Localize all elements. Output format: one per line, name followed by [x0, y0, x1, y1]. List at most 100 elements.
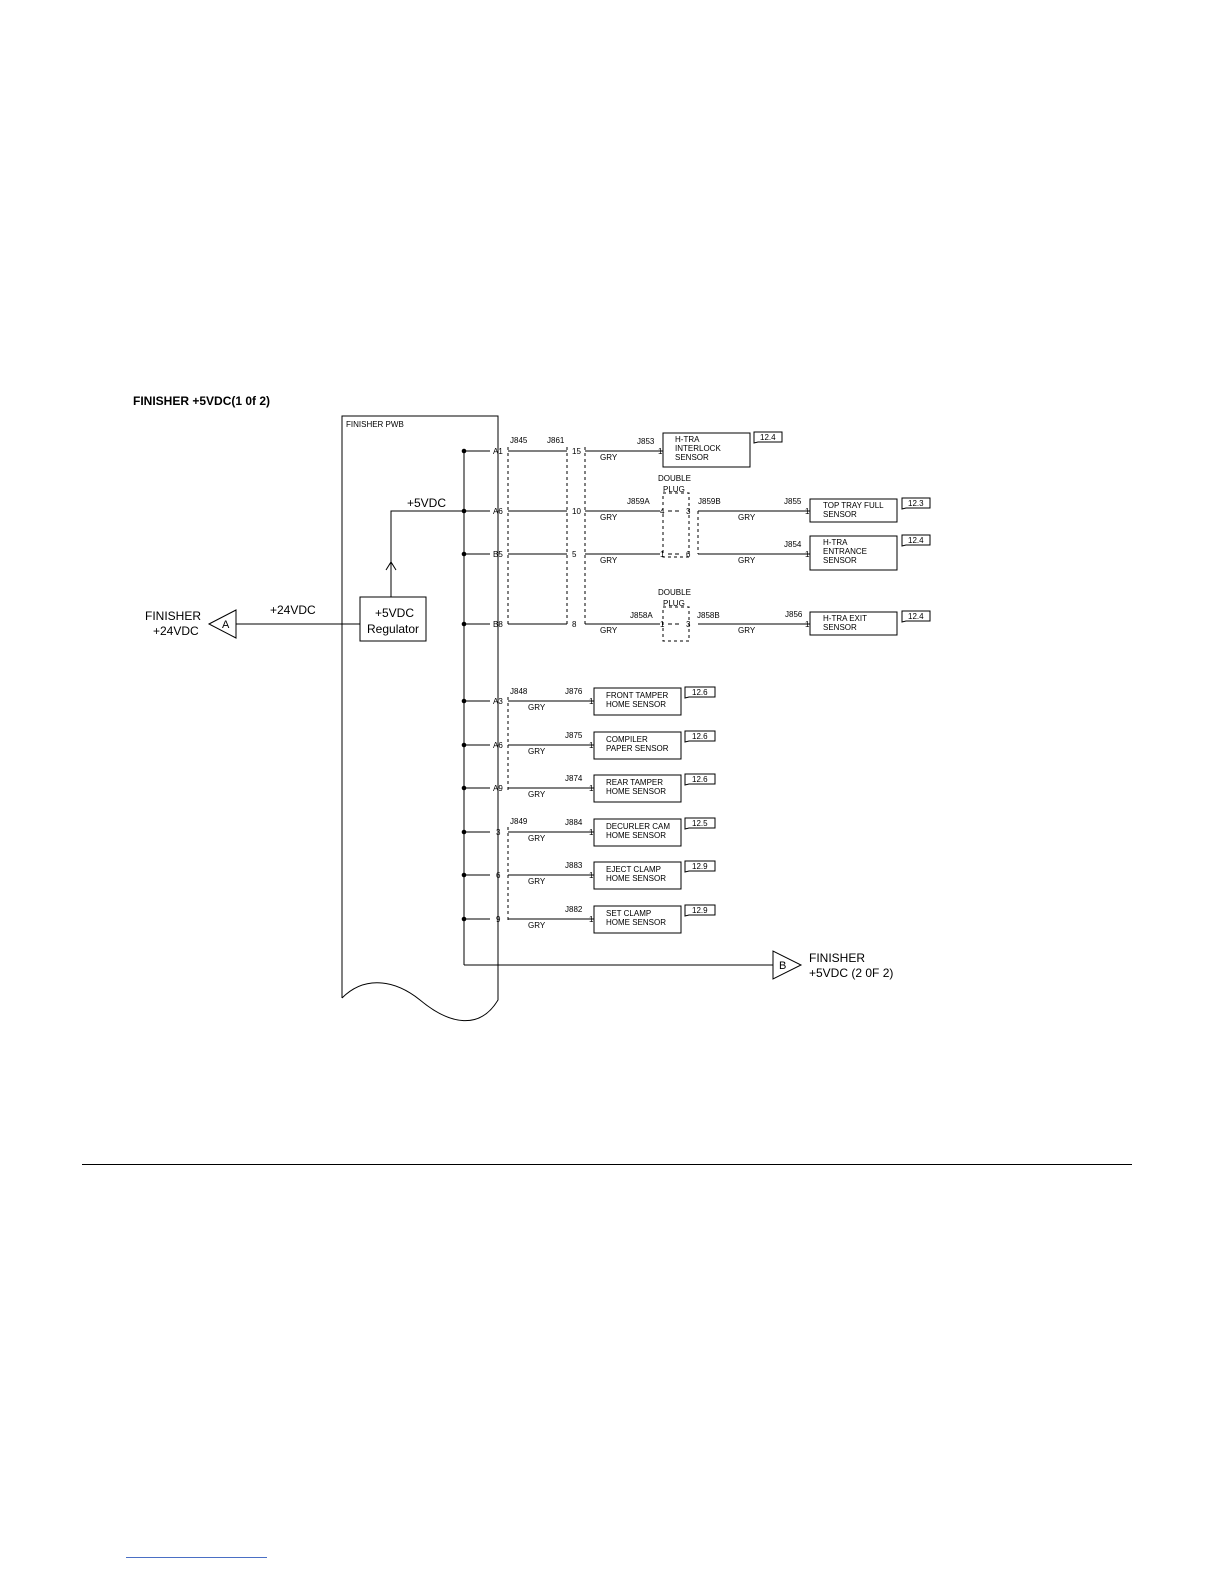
v5-label: +5VDC	[407, 496, 446, 510]
pin-label: A9	[493, 784, 503, 793]
double-plug-1-left: J859A	[627, 497, 650, 506]
sensor-name-line: FRONT TAMPER	[606, 691, 668, 700]
connector-b-label1: FINISHER	[809, 951, 865, 965]
v24-label: +24VDC	[270, 603, 316, 617]
sensor-pin-label: 1	[589, 784, 594, 793]
j861-pin-label: 15	[572, 447, 581, 456]
double-plug-1-pin-b0: 3	[686, 507, 691, 516]
v5-wire	[390, 510, 464, 597]
double-plug-1-pin-a1: 1	[660, 550, 665, 559]
double-plug-2-label1: DOUBLE	[658, 588, 691, 597]
v5-arrow-icon	[385, 561, 397, 571]
double-plug-1-pin-b1: 6	[686, 550, 691, 559]
sensor-connector-label: J854	[784, 540, 802, 549]
sensor-connector-label: J876	[565, 687, 583, 696]
wire-color-label: GRY	[600, 626, 618, 635]
sensor-connector-label: J883	[565, 861, 583, 870]
connector-b-label2: +5VDC (2 0F 2)	[809, 966, 893, 980]
reference-tag	[901, 610, 931, 623]
reference-label: 12.4	[908, 536, 924, 545]
sensor-pin-label: 1	[805, 507, 810, 516]
sensor-pin-label: 1	[589, 697, 594, 706]
wire-color-label: GRY	[738, 513, 756, 522]
sensor-name-line: REAR TAMPER	[606, 778, 663, 787]
double-plug-2-label2: PLUG	[663, 599, 685, 608]
sensor-box	[809, 498, 898, 523]
sensor-name-line: DECURLER CAM	[606, 822, 670, 831]
double-plug-2-pin-a0: 1	[660, 620, 665, 629]
double-plug-2-box	[662, 606, 690, 642]
reference-tag	[901, 497, 931, 510]
sensor-name-line: SET CLAMP	[606, 909, 651, 918]
sensor-connector-label: J853	[637, 437, 655, 446]
connector-b-letter: B	[779, 960, 786, 972]
sensor-pin-label: 1	[589, 871, 594, 880]
pin-label: A6	[493, 507, 503, 516]
sensor-name-line: SENSOR	[675, 453, 709, 462]
double-plug-2-pin-b0: 3	[686, 620, 691, 629]
j861-pin-label: 5	[572, 550, 577, 559]
double-plug-1-box	[662, 492, 690, 558]
double-plug-2-left: J858A	[630, 611, 653, 620]
connector-b-triangle	[772, 950, 803, 980]
diagram-title: FINISHER +5VDC(1 0f 2)	[133, 394, 271, 408]
connector-a-label2: +24VDC	[153, 624, 199, 638]
j845-label: J845	[510, 436, 528, 445]
sensor-box	[593, 905, 682, 934]
regulator-line2: Regulator	[367, 622, 419, 636]
sensor-pin-label: 1	[805, 620, 810, 629]
sensor-box	[662, 432, 751, 468]
reference-label: 12.6	[692, 688, 708, 697]
wire-color-label: GRY	[738, 626, 756, 635]
sensor-box	[593, 818, 682, 847]
pin-label: A3	[493, 697, 503, 706]
sensor-name-line: SENSOR	[823, 556, 857, 565]
sensor-box	[593, 861, 682, 890]
wire-color-label: GRY	[528, 834, 546, 843]
sensor-name-line: TOP TRAY FULL	[823, 501, 884, 510]
footer-link-underline[interactable]	[126, 1557, 267, 1558]
reference-tag	[684, 730, 716, 743]
sensor-name-line: H-TRA	[675, 435, 700, 444]
sensor-name-line: H-TRA EXIT	[823, 614, 867, 623]
reference-tag	[684, 773, 716, 786]
wire-color-label: GRY	[528, 877, 546, 886]
j861-label: J861	[547, 436, 565, 445]
sensor-name-line: SENSOR	[823, 623, 857, 632]
wire-color-label: GRY	[528, 921, 546, 930]
sensor-name-line: HOME SENSOR	[606, 918, 666, 927]
sensor-connector-label: J875	[565, 731, 583, 740]
reference-tag	[753, 431, 783, 444]
sensor-name-line: SENSOR	[823, 510, 857, 519]
pwb-label: FINISHER PWB	[346, 420, 404, 429]
sensor-box	[809, 535, 898, 571]
wire-color-label: GRY	[738, 556, 756, 565]
reference-label: 12.9	[692, 862, 708, 871]
sensor-connector-label: J855	[784, 497, 802, 506]
reference-label: 12.6	[692, 732, 708, 741]
double-plug-1-right: J859B	[698, 497, 721, 506]
sensor-pin-label: 1	[589, 741, 594, 750]
sensor-box	[593, 774, 682, 803]
double-plug-1-pin-a0: 4	[660, 507, 665, 516]
j849-label: J849	[510, 817, 528, 826]
pin-label: 3	[496, 828, 501, 837]
j861-pin-label: 10	[572, 507, 581, 516]
sensor-name-line: H-TRA	[823, 538, 848, 547]
sensor-pin-label: 1	[805, 550, 810, 559]
sensor-name-line: EJECT CLAMP	[606, 865, 661, 874]
reference-tag	[901, 534, 931, 547]
connector-a-label1: FINISHER	[145, 609, 201, 623]
footer-divider	[82, 1164, 1132, 1165]
sensor-name-line: HOME SENSOR	[606, 874, 666, 883]
reference-label: 12.6	[692, 775, 708, 784]
wire-color-label: GRY	[528, 747, 546, 756]
sensor-name-line: PAPER SENSOR	[606, 744, 669, 753]
double-plug-2-right: J858B	[697, 611, 720, 620]
reference-tag	[684, 860, 716, 873]
sensor-name-line: ENTRANCE	[823, 547, 867, 556]
pwb-board-outline	[341, 415, 499, 1022]
